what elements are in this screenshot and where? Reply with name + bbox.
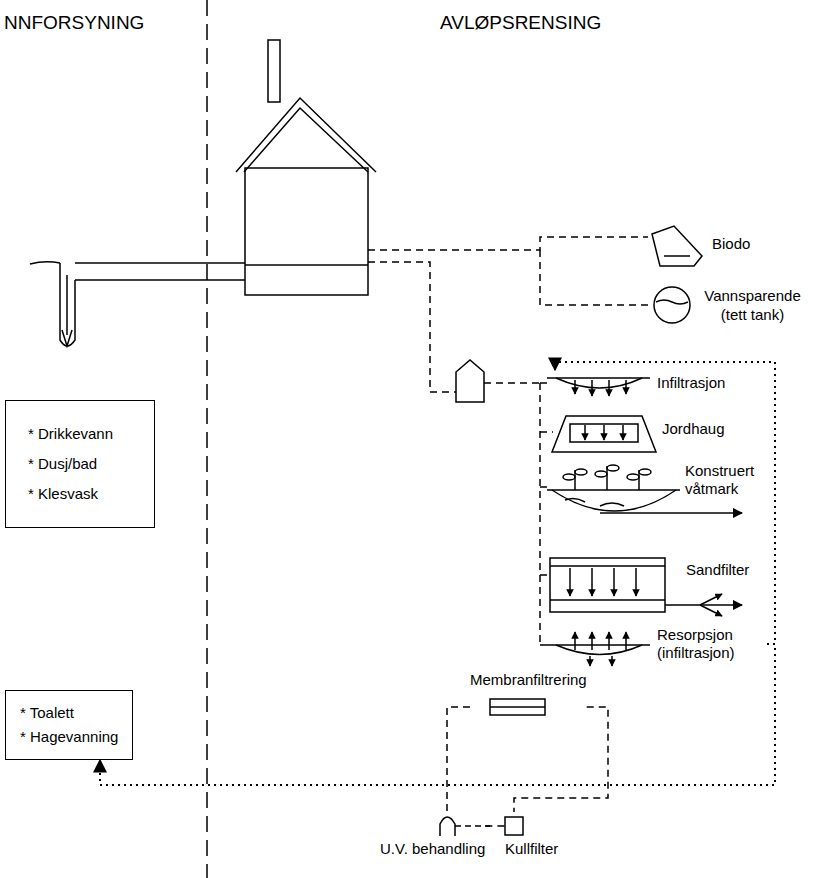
- component-label: Konstruert våtmark: [545, 462, 770, 498]
- resorption-symbol: [547, 632, 650, 666]
- node-text: * Toalett: [20, 701, 118, 725]
- soil-mound-symbol: [552, 416, 656, 452]
- node-text: Infiltrasjon: [657, 370, 725, 396]
- treatment-label: Kullfilter: [505, 812, 558, 858]
- carbon-filter-symbol: [505, 817, 523, 835]
- node-text: * Dusj/bad: [28, 449, 132, 479]
- uv-stub: [455, 825, 490, 827]
- flow-connector: [447, 707, 470, 812]
- membrane-symbol: [490, 699, 545, 715]
- node-text: Kullfilter: [505, 840, 558, 858]
- component-label: Biodo: [650, 224, 750, 264]
- flow-connector: [485, 825, 505, 827]
- node-text: Vannsparende (tett tank): [695, 286, 810, 324]
- node-text: Membranfiltrering: [470, 670, 587, 690]
- component-label: Jordhaug: [545, 412, 725, 440]
- component-label: Resorpsjon (infiltrasjon): [545, 626, 767, 662]
- node-text: * Hagevanning: [20, 725, 118, 749]
- node-text: Sandfilter: [686, 560, 749, 580]
- component-label: Infiltrasjon: [545, 370, 725, 396]
- node-text: Jordhaug: [662, 418, 725, 440]
- septic-tank: [456, 360, 484, 402]
- biodo-symbol: [652, 226, 702, 266]
- flow-connector: [100, 644, 775, 785]
- node-text: * Drikkevann: [28, 419, 132, 449]
- well-pipe: [30, 262, 245, 346]
- treatment-label: U.V. behandling: [380, 812, 485, 858]
- flow-connector: [555, 362, 775, 644]
- node-text: Biodo: [712, 232, 750, 256]
- use-box: * Drikkevann* Dusj/bad* Klesvask: [5, 400, 155, 528]
- component-label: Sandfilter: [548, 558, 749, 580]
- divider-line: [206, 0, 208, 878]
- biodo-symbol: [664, 255, 690, 257]
- node-text: Resorpsjon (infiltrasjon): [657, 626, 767, 662]
- section-heading: AVLØPSRENSING: [440, 12, 601, 34]
- treatment-label: Membranfiltrering: [470, 670, 587, 720]
- node-text: U.V. behandling: [380, 840, 485, 858]
- house: [236, 40, 376, 295]
- use-box: * Toalett* Hagevanning: [5, 690, 133, 760]
- flow-connector: [514, 707, 608, 812]
- uv-symbol: [440, 817, 455, 836]
- node-text: Konstruert våtmark: [685, 462, 770, 498]
- node-text: * Klesvask: [28, 479, 132, 509]
- infiltration-symbol: [547, 378, 650, 396]
- component-label: Vannsparende (tett tank): [650, 286, 810, 324]
- section-heading: NNFORSYNING: [4, 12, 144, 34]
- closed-tank-symbol: [654, 287, 690, 323]
- sewer-line: [368, 237, 652, 645]
